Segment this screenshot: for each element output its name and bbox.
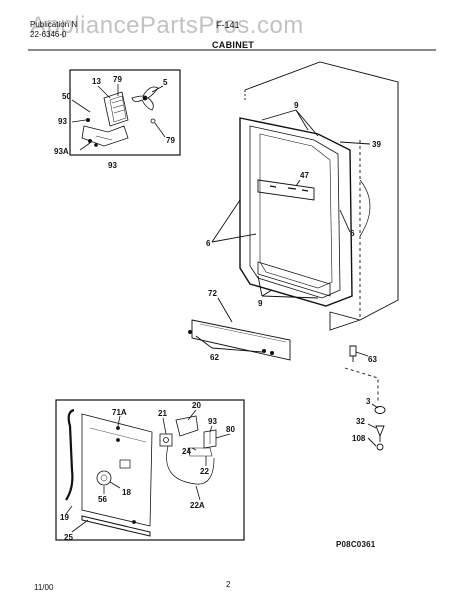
callout-72: 72 [208,289,217,298]
callout-50: 50 [62,92,71,101]
callout-93: 93 [58,117,67,126]
callout-18: 18 [122,488,131,497]
control-housing [175,415,199,437]
heater-strip [257,179,315,201]
callout-63: 63 [368,355,377,364]
glide-icon [374,406,386,414]
callout-6-left: 6 [206,239,211,248]
thermostat-knob [96,470,112,486]
callout-6-right: 6 [350,229,355,238]
callout-71A: 71A [112,408,127,417]
drain-tube [65,408,75,501]
callout-93-socket: 93 [208,417,217,426]
callout-56: 56 [98,495,107,504]
callout-39: 39 [372,140,381,149]
callout-47: 47 [300,171,309,180]
callout-25: 25 [64,533,73,542]
callout-108: 108 [352,434,366,443]
section-title: CABINET [212,40,255,50]
callout-62: 62 [210,353,219,362]
callout-labels: 13 79 5 50 93 79 93A 93 9 39 47 6 6 72 9… [54,75,381,542]
callout-80: 80 [226,425,235,434]
callout-79-lower: 79 [166,136,175,145]
callout-93A: 93A [54,147,69,156]
footer-date: 11/00 [34,583,54,592]
screw-icon [150,118,156,124]
callout-3: 3 [366,397,371,406]
toe-grille [188,297,291,361]
callout-9-top: 9 [294,101,299,110]
callout-9-bottom: 9 [258,299,263,308]
door-frame [239,117,353,307]
callout-19: 19 [60,513,69,522]
callout-93-bracket: 93 [108,161,117,170]
back-panel-inset [55,399,245,541]
callout-22A: 22A [190,501,205,510]
callout-13: 13 [92,77,101,86]
wiring-harness [166,445,215,485]
publication-label: Publication N [30,20,78,29]
callout-79: 79 [113,75,122,84]
callout-24: 24 [182,447,191,456]
fan-motor [103,91,129,127]
watermark-text: AppliancePartsPros.com [30,12,304,39]
callout-32: 32 [356,417,365,426]
drawing-code: P08C0361 [336,540,376,549]
fan-bracket [81,125,129,147]
callout-20: 20 [192,401,201,410]
back-panel [81,413,153,527]
fan-blade [131,86,159,111]
leveling-leg-icon [349,345,357,357]
fan-inset-frame [69,69,181,156]
thermostat-control [159,433,173,447]
fan-assembly-inset [69,69,181,156]
callout-21: 21 [158,409,167,418]
model-number: F-141 [216,20,240,30]
callout-22: 22 [200,467,209,476]
page-number: 2 [226,580,231,589]
publication-number: 22-6346-0 [30,30,67,39]
cabinet-body [211,61,399,331]
callout-5: 5 [163,78,168,87]
back-panel-inset-frame [55,399,245,541]
leveling-leg-parts [344,345,386,451]
